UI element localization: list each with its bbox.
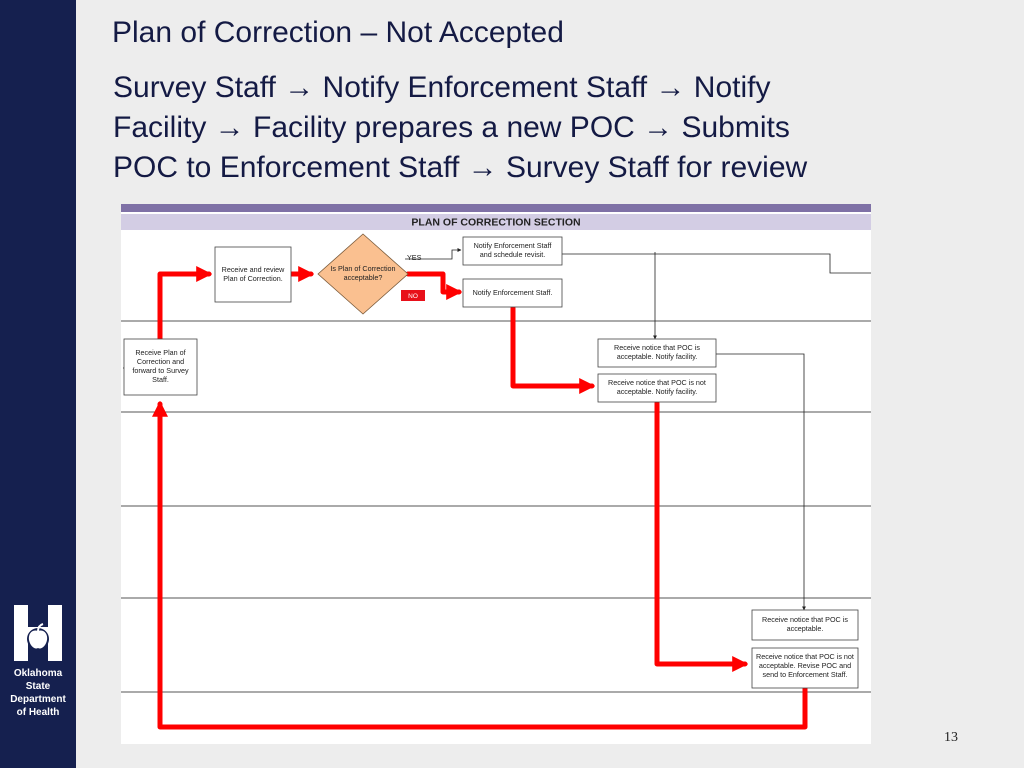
yes-label: YES bbox=[407, 253, 422, 262]
header-bar bbox=[121, 214, 871, 230]
receive-plan-box bbox=[123, 338, 198, 396]
receive-review-line: Receive and review bbox=[222, 265, 286, 274]
receive-plan-line: forward to Survey bbox=[132, 366, 189, 375]
notice-not-acceptable-2-line: send to Enforcement Staff. bbox=[763, 670, 848, 679]
sidebar: Oklahoma State Department of Health bbox=[0, 0, 76, 768]
header-band bbox=[121, 204, 871, 212]
notice-acceptable-1-box bbox=[597, 338, 717, 368]
page-number: 13 bbox=[944, 730, 958, 745]
notice-acceptable-2-line: acceptable. bbox=[787, 624, 824, 633]
receive-review-line: Plan of Correction. bbox=[223, 274, 283, 283]
notice-acceptable-2-box bbox=[751, 609, 859, 641]
description-line: Survey Staff → Notify Enforcement Staff … bbox=[113, 71, 771, 104]
logo-line: Oklahoma bbox=[13, 668, 63, 679]
description-line: POC to Enforcement Staff → Survey Staff … bbox=[113, 151, 808, 184]
notify-enforcement-line: Notify Enforcement Staff. bbox=[473, 288, 553, 297]
no-label: NO bbox=[408, 293, 418, 300]
slide-title: Plan of Correction – Not Accepted bbox=[112, 16, 564, 49]
logo-text: Oklahoma State Department of Health bbox=[0, 667, 76, 719]
notify-schedule-box bbox=[462, 236, 563, 266]
receive-plan-line: Staff. bbox=[152, 375, 169, 384]
notice-not-acceptable-2-line: Receive notice that POC is not bbox=[756, 652, 854, 661]
section-header: PLAN OF CORRECTION SECTION bbox=[411, 217, 580, 229]
notice-acceptable-1-line: Receive notice that POC is bbox=[614, 343, 700, 352]
notice-acceptable-2-line: Receive notice that POC is bbox=[762, 615, 848, 624]
plan-of-correction-flowchart: PLAN OF CORRECTION SECTION bbox=[121, 204, 871, 744]
health-department-logo-icon bbox=[14, 605, 62, 661]
notice-not-acceptable-1-line: acceptable. Notify facility. bbox=[617, 387, 698, 396]
logo-line: of Health bbox=[16, 707, 60, 718]
notify-schedule-line: and schedule revisit. bbox=[480, 250, 546, 259]
notice-not-acceptable-1-box bbox=[597, 373, 717, 403]
receive-plan-line: Correction and bbox=[137, 357, 184, 366]
notice-not-acceptable-1-line: Receive notice that POC is not bbox=[608, 378, 706, 387]
no-badge bbox=[401, 290, 425, 301]
receive-review-box bbox=[214, 246, 292, 303]
receive-plan-line: Receive Plan of bbox=[135, 348, 185, 357]
decision-line: Is Plan of Correction bbox=[330, 264, 395, 273]
logo-line: Department bbox=[10, 694, 66, 705]
notify-enforcement-box bbox=[462, 278, 563, 308]
notice-not-acceptable-2-line: acceptable. Revise POC and bbox=[759, 661, 851, 670]
decision-line: acceptable? bbox=[344, 273, 383, 282]
notice-acceptable-1-line: acceptable. Notify facility. bbox=[617, 352, 698, 361]
slide-description: Survey Staff → Notify Enforcement Staff … bbox=[113, 68, 807, 188]
notice-not-acceptable-2-box bbox=[751, 647, 859, 689]
description-line: Facility → Facility prepares a new POC →… bbox=[113, 111, 790, 144]
notify-schedule-line: Notify Enforcement Staff bbox=[474, 241, 552, 250]
logo-line: State bbox=[25, 681, 51, 692]
decision-diamond bbox=[317, 233, 409, 315]
